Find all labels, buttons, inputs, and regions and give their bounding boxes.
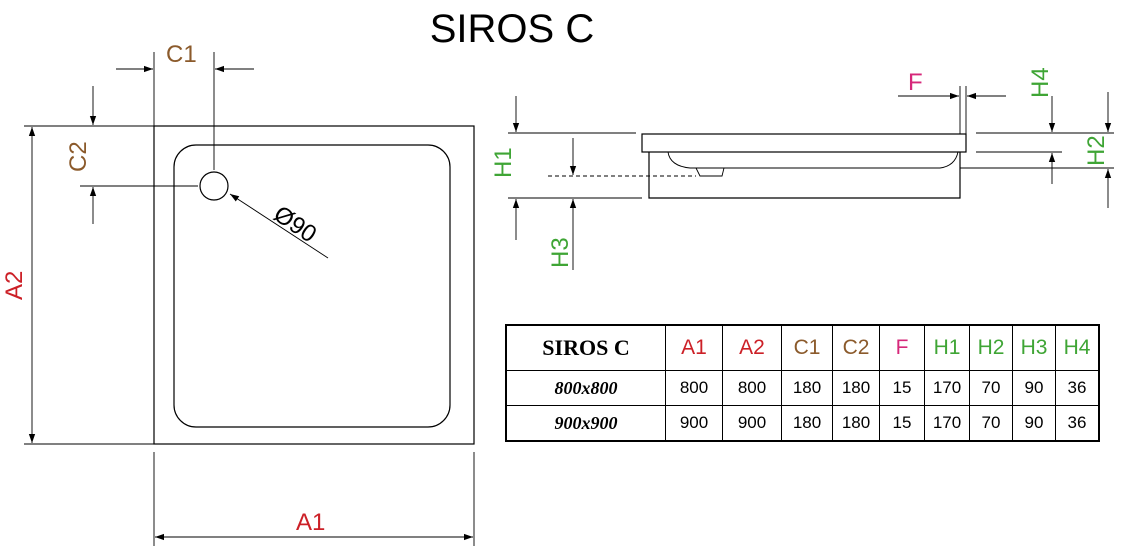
basin-floor-profile	[667, 151, 959, 169]
header-h2: H2	[969, 324, 1013, 371]
header-h3: H3	[1012, 324, 1056, 371]
header-h4: H4	[1055, 324, 1100, 371]
top-view: C1 C2 A2 A1 Ø90	[1, 41, 475, 546]
cell-a2: 800	[722, 370, 782, 406]
header-a1: A1	[665, 324, 723, 371]
label-h1: H1	[490, 147, 517, 178]
cell-h3: 90	[1012, 405, 1056, 442]
label-a2: A2	[1, 271, 28, 300]
tray-outer-outline	[153, 125, 475, 445]
cell-c2: 180	[832, 370, 880, 406]
cell-h2: 70	[969, 370, 1013, 406]
drain-leader	[229, 193, 329, 259]
label-h3: H3	[547, 237, 574, 268]
cell-c1: 180	[781, 370, 833, 406]
row-model: 900x900	[505, 405, 666, 442]
cell-f: 15	[879, 370, 925, 406]
table-row: 900x900 900 900 180 180 15 170 70 90 36	[505, 405, 1100, 442]
label-a1: A1	[296, 509, 325, 536]
cell-f: 15	[879, 405, 925, 442]
label-c1: C1	[166, 41, 197, 68]
cell-h4: 36	[1055, 405, 1100, 442]
diagram-title: SIROS C	[430, 7, 594, 51]
drain-hole	[199, 171, 229, 201]
side-view: H1 H3 F H4 H2	[490, 67, 1114, 270]
tray-apron-profile	[648, 152, 961, 199]
label-h4: H4	[1027, 67, 1054, 98]
label-f: F	[908, 69, 923, 96]
cell-a1: 900	[665, 405, 723, 442]
cell-h3: 90	[1012, 370, 1056, 406]
cell-h4: 36	[1055, 370, 1100, 406]
cell-a1: 800	[665, 370, 723, 406]
header-a2: A2	[722, 324, 782, 371]
header-f: F	[879, 324, 925, 371]
cell-c1: 180	[781, 405, 833, 442]
cell-a2: 900	[722, 405, 782, 442]
table-row: 800x800 800 800 180 180 15 170 70 90 36	[505, 370, 1100, 406]
cell-h1: 170	[924, 370, 970, 406]
cell-h2: 70	[969, 405, 1013, 442]
header-h1: H1	[924, 324, 970, 371]
drain-outlet-profile	[695, 167, 725, 177]
cell-h1: 170	[924, 405, 970, 442]
cell-c2: 180	[832, 405, 880, 442]
header-c1: C1	[781, 324, 833, 371]
table-name-header: SIROS C	[505, 324, 666, 371]
dimensions-table: SIROS C A1 A2 C1 C2 F H1 H2 H3 H4 800x80…	[505, 324, 1100, 442]
tray-rim-profile	[641, 133, 967, 153]
label-h2: H2	[1083, 135, 1110, 166]
label-c2: C2	[65, 141, 92, 172]
header-c2: C2	[832, 324, 880, 371]
tray-inner-basin	[173, 144, 451, 428]
table-header-row: SIROS C A1 A2 C1 C2 F H1 H2 H3 H4	[505, 324, 1100, 371]
label-drain-diameter: Ø90	[269, 201, 322, 249]
row-model: 800x800	[505, 370, 666, 406]
